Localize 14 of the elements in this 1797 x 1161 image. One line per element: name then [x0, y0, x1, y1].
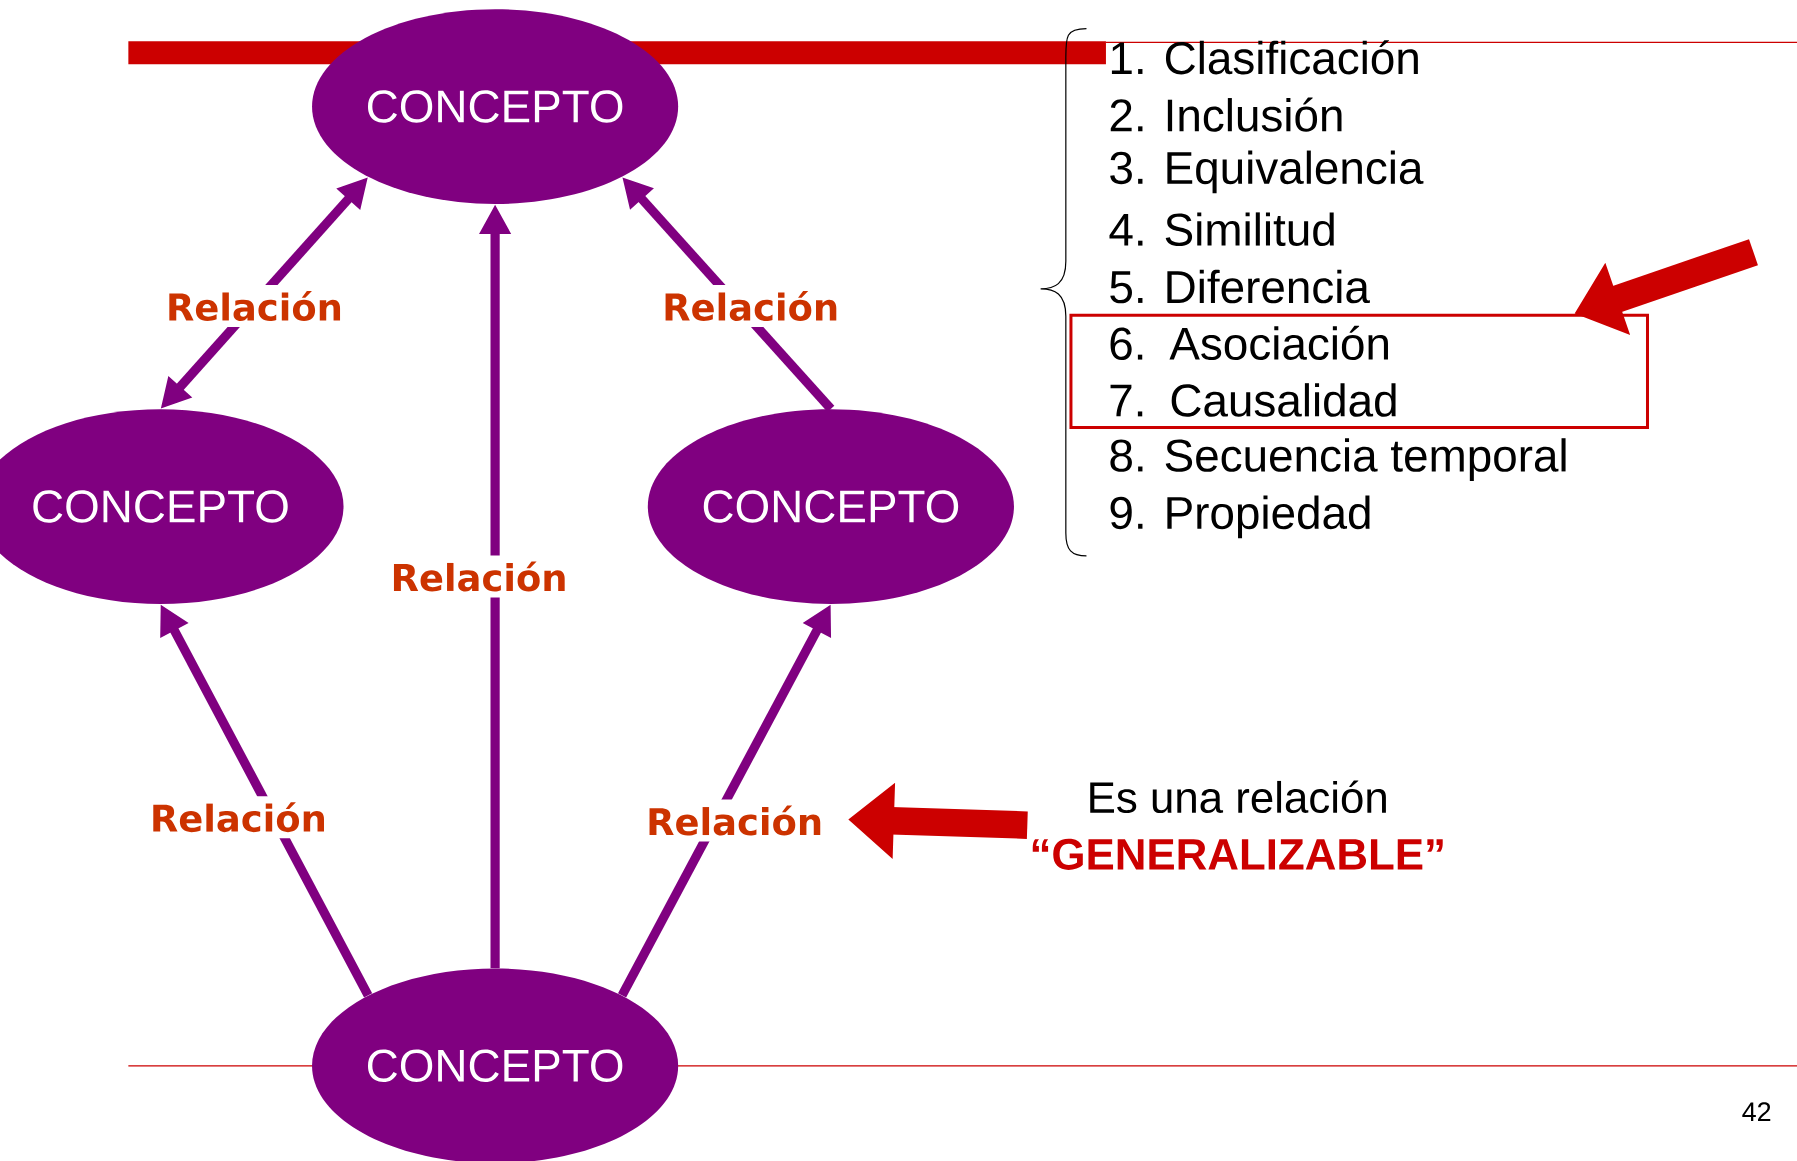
- note-text: Es una relación “GENERALIZABLE”: [1032, 780, 1443, 870]
- edge-label: Relación: [159, 285, 349, 328]
- highlight-box: 6. Asociación 7. Causalidad: [1069, 313, 1649, 429]
- list-item: 3. Equivalencia: [1110, 150, 1424, 194]
- list-item: 4. Similitud: [1109, 212, 1334, 247]
- edge-label: Relación: [143, 796, 333, 839]
- list-item: 8. Secuencia temporal: [1110, 438, 1566, 481]
- edge-label: Relación: [384, 555, 574, 598]
- list-item: 1. Clasificación: [1111, 40, 1418, 75]
- page-number: 42: [1742, 1102, 1771, 1122]
- list-item: 2. Inclusión: [1110, 97, 1342, 132]
- edge-label: Relación: [656, 285, 846, 328]
- edge-label: Relación: [640, 799, 830, 842]
- list-item: 9. Propiedad: [1110, 495, 1370, 539]
